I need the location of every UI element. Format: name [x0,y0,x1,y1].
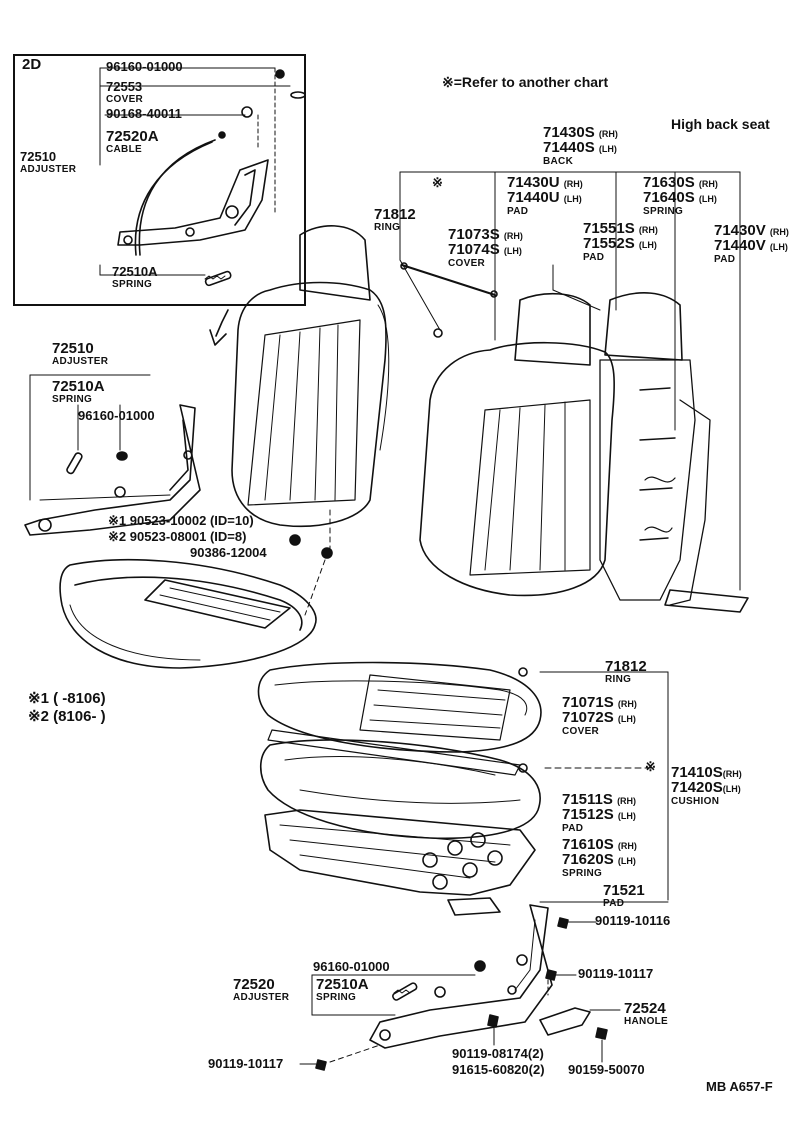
label-72510A-left: 72510A SPRING [52,378,105,405]
seat-back-left-drawing [231,225,390,528]
label-90523-10002: ※1 90523-10002 (ID=10) [108,513,254,528]
label-71630S-71640S: 71630S (RH) 71640S (LH) SPRING [643,174,718,217]
label-71430S-71440S: 71430S (RH) 71440S (LH) BACK [543,124,618,167]
label-91615-60820: 91615-60820(2) [452,1062,545,1077]
label-96160-01000-left: 96160-01000 [78,408,155,423]
label-90119-10117-left: 90119-10117 [208,1056,284,1071]
label-72520: 72520 ADJUSTER [233,976,290,1003]
label-71610S-71620S: 71610S (RH) 71620S (LH) SPRING [562,836,637,879]
inset-frame [13,54,306,306]
label-71551S-71552S: 71551S (RH) 71552S (LH) PAD [583,220,658,263]
bottom-adjuster-drawing [299,904,621,1071]
label-96160-01000-bottom: 96160-01000 [313,959,390,974]
label-71430V-71440V: 71430V (RH) 71440V (LH) PAD [714,222,789,265]
legend-star-1: ※1 ( -8106) [28,690,106,707]
legend-star-2: ※2 (8106- ) [28,708,106,725]
label-71521: 71521 PAD [603,882,645,909]
label-90119-10117-right: 90119-10117 [578,966,654,981]
label-96160-01000-inset: 96160-01000 [106,59,183,74]
reference-note: ※=Refer to another chart [442,74,609,90]
star-mark-cushion: ※ [645,759,656,774]
label-72510A-bottom: 72510A SPRING [316,976,369,1003]
label-71071S-71072S: 71071S (RH) 71072S (LH) COVER [562,694,637,737]
label-71430U-71440U: 71430U (RH) 71440U (LH) PAD [507,174,583,217]
footer-code: MB A657-F [706,1079,773,1094]
label-90119-10116: 90119-10116 [595,913,671,928]
label-90119-08174: 90119-08174(2) [452,1046,544,1061]
seat-back-right-drawing [399,171,749,613]
label-72510A-inset: 72510A SPRING [112,264,158,291]
star-mark-back: ※ [432,175,443,190]
label-72553: 72553 COVER [106,79,144,106]
left-adjuster-drawing [24,374,333,616]
label-72510-left: 72510 ADJUSTER [52,340,109,367]
label-71410S-71420S: 71410S(RH) 71420S(LH) CUSHION [671,764,742,807]
label-71812-cushion: 71812 RING [605,658,647,685]
label-90386-12004: 90386-12004 [190,545,267,560]
seat-type-title: High back seat [671,116,770,132]
inset-recliner-drawing [99,67,306,287]
label-72524: 72524 HANOLE [624,1000,669,1027]
label-90159-50070: 90159-50070 [568,1062,645,1077]
label-71812-back: 71812 RING [374,206,416,233]
label-71511S-71512S: 71511S (RH) 71512S (LH) PAD [562,791,637,834]
label-90523-08001: ※2 90523-08001 (ID=8) [108,529,247,544]
inset-arrow [209,309,229,346]
label-72510-inset: 72510 ADJUSTER [20,149,77,176]
inset-tag: 2D [22,56,42,73]
cushion-exploded-drawing [257,661,669,916]
label-71073S-71074S: 71073S (RH) 71074S (LH) COVER [448,226,523,269]
label-90168-40011: 90168-40011 [106,106,182,121]
seat-cushion-left-drawing [59,558,317,669]
label-72520A: 72520A CABLE [106,128,159,155]
